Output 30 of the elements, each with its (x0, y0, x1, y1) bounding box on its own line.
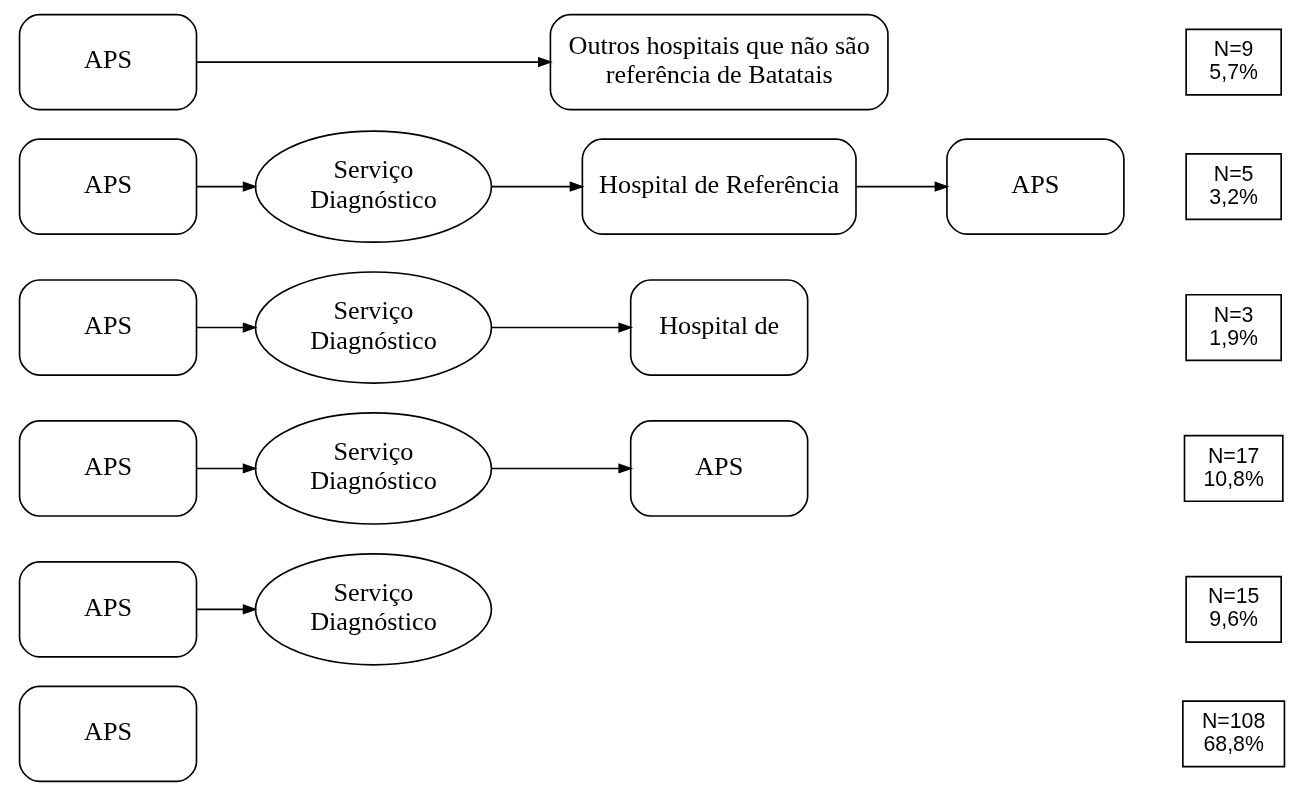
arrow (490, 181, 584, 192)
arrow (195, 56, 553, 68)
node-box: APS (18, 561, 197, 658)
node-box: Outros hospitais que não são referência de Batatais (549, 13, 889, 111)
node-ellipse: Serviço Diagnóstico (254, 271, 492, 384)
node-box: N=15 9,6% (1184, 575, 1282, 643)
arrow (195, 604, 258, 615)
node-box: N=108 68,8% (1181, 700, 1285, 768)
node-box: APS (18, 685, 197, 783)
node-box: N=3 1,9% (1184, 293, 1282, 362)
node-box: Hospital de (629, 279, 808, 376)
node-box: Hospital de Referência (581, 138, 857, 235)
node-box: N=5 3,2% (1184, 153, 1282, 221)
arrow (195, 322, 258, 333)
node-box: APS (18, 420, 197, 517)
node-box: APS (18, 13, 197, 111)
node-box: APS (18, 138, 197, 235)
node-box: APS (629, 420, 808, 517)
arrow (195, 181, 258, 192)
arrow (854, 181, 949, 192)
node-ellipse: Serviço Diagnóstico (254, 130, 492, 243)
arrow (195, 463, 258, 474)
node-box: APS (945, 138, 1125, 235)
arrow (490, 463, 633, 474)
arrow (490, 322, 633, 333)
node-ellipse: Serviço Diagnóstico (254, 412, 492, 525)
node-box: N=17 10,8% (1183, 434, 1284, 503)
node-box: N=9 5,7% (1184, 28, 1282, 96)
node-ellipse: Serviço Diagnóstico (254, 553, 492, 666)
node-box: APS (18, 279, 197, 376)
